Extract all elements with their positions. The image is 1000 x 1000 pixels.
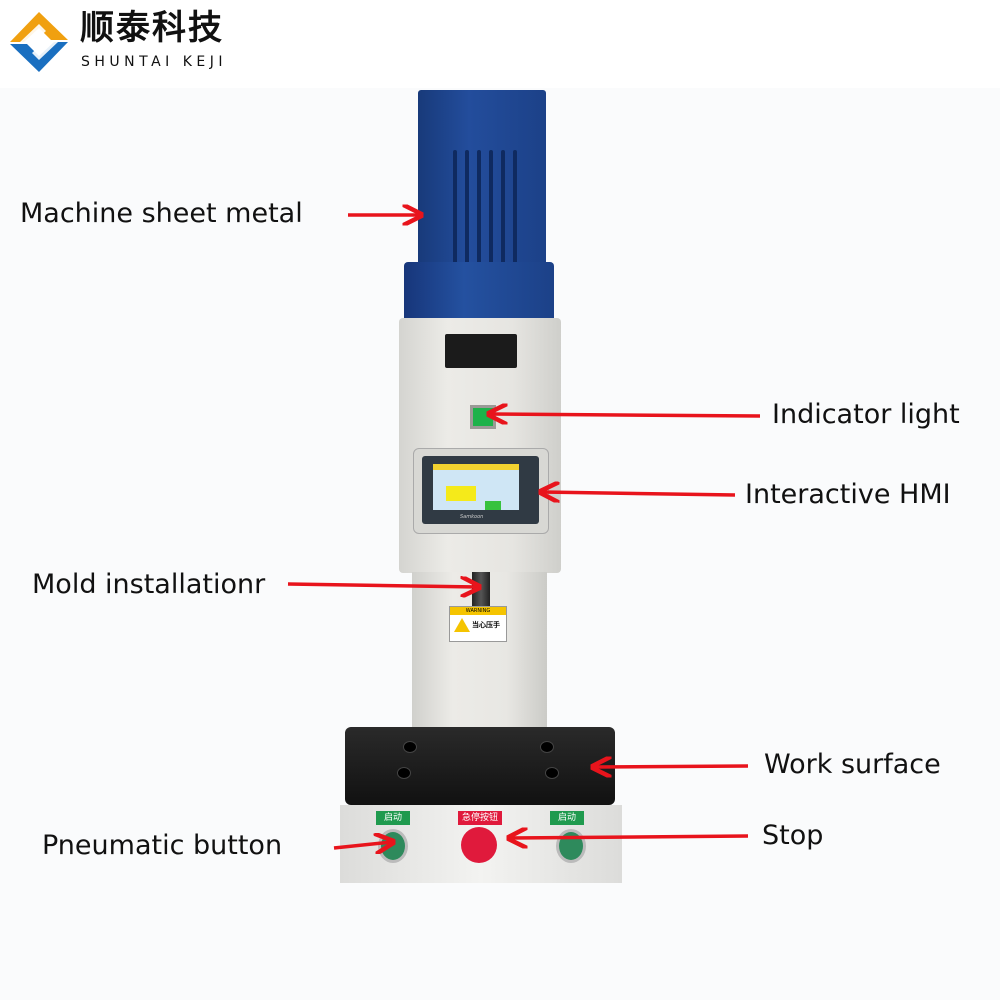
label-stop: Stop	[762, 820, 824, 851]
arrow-hmi	[542, 492, 736, 495]
warning-text: 当心压手	[472, 621, 500, 629]
logo-chinese: 顺泰科技	[80, 8, 224, 48]
hmi-screen[interactable]	[433, 464, 519, 510]
start-left-tag: 启动	[376, 811, 410, 825]
sheet-metal-cover	[418, 90, 546, 290]
warning-header: WARNING	[450, 607, 506, 615]
label-pneumatic: Pneumatic button	[42, 830, 283, 861]
label-mold: Mold installationr	[32, 569, 266, 600]
arrow-stop	[510, 836, 749, 838]
emergency-stop-button[interactable]	[461, 827, 497, 863]
label-hmi: Interactive HMI	[745, 479, 951, 510]
hmi-panel[interactable]: Samkoon	[413, 448, 549, 534]
arrow-work-surface	[594, 766, 749, 767]
logo-icon	[10, 12, 68, 72]
warning-icon	[454, 618, 470, 632]
work-surface	[345, 727, 615, 805]
arrow-pneumatic	[333, 842, 392, 848]
label-indicator-light: Indicator light	[772, 399, 960, 430]
hmi-brand: Samkoon	[460, 514, 484, 520]
arrow-mold	[287, 584, 478, 587]
label-work-surface: Work surface	[764, 749, 941, 780]
pneumatic-button-right[interactable]	[556, 829, 586, 863]
logo-english: SHUNTAI KEJI	[81, 54, 228, 70]
emergency-stop-tag: 急停按钮	[458, 811, 502, 825]
label-sheet-metal: Machine sheet metal	[20, 198, 303, 229]
arrow-indicator	[490, 414, 761, 416]
digital-display	[445, 334, 517, 368]
start-right-tag: 启动	[550, 811, 584, 825]
warning-sticker: WARNING 当心压手	[449, 606, 507, 642]
